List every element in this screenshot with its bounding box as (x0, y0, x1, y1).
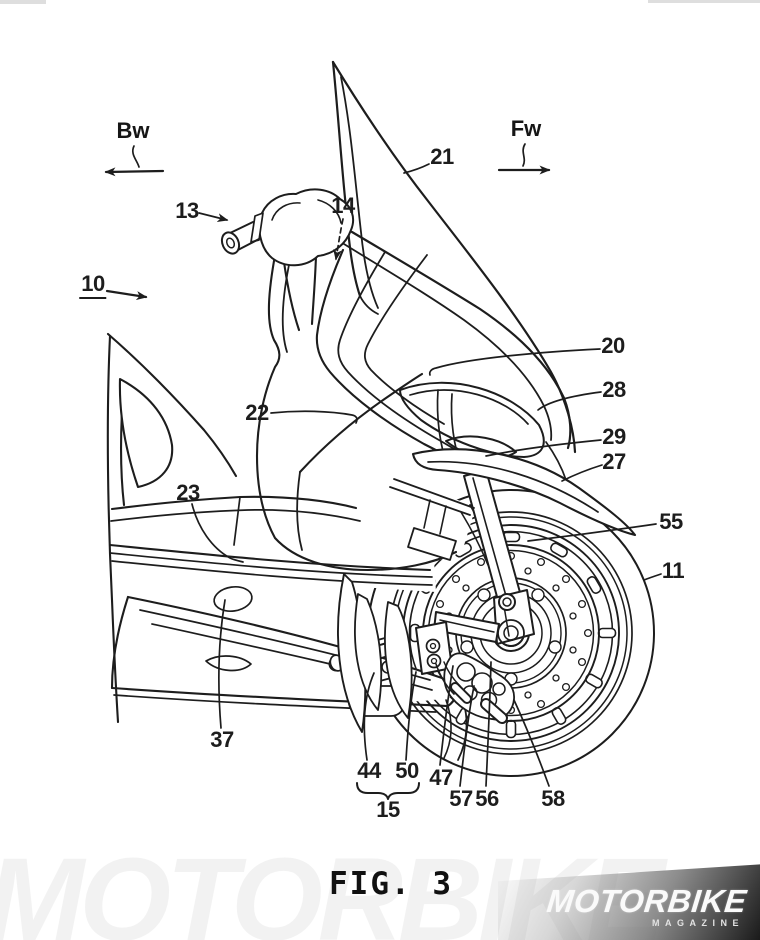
ref-label-28: 28 (602, 377, 626, 402)
scan-artifact (0, 0, 46, 4)
ref-label-21: 21 (430, 144, 454, 169)
ref-10-arrow (105, 289, 148, 301)
ref-label-27: 27 (602, 449, 626, 474)
ref-label-55: 55 (659, 509, 683, 534)
cowl-shoulder (350, 230, 572, 450)
bw-arrow (104, 167, 165, 177)
ref-label-56: 56 (475, 786, 499, 811)
magazine-logo-subtext: MAGAZINE (652, 918, 744, 928)
ref-label-15: 15 (376, 797, 400, 822)
front-fender (337, 448, 637, 733)
ref-label-10: 10 (79, 273, 107, 299)
ref-label-37: 37 (210, 727, 234, 752)
leader-lines (191, 163, 662, 800)
windshield (331, 60, 577, 454)
direction-label-bw: Bw (116, 118, 150, 143)
handle-cover (258, 188, 355, 267)
ref-label-11: 11 (661, 558, 685, 583)
group-brace-15 (356, 782, 420, 800)
ref-label-14: 14 (331, 193, 355, 218)
seat-front-line (106, 332, 238, 478)
knee-pad (118, 377, 174, 489)
scan-artifact (648, 0, 760, 3)
ref-label-47: 47 (429, 765, 453, 790)
direction-arrow-lines (104, 143, 551, 301)
handlebar (220, 188, 355, 267)
magazine-logo-text: MOTORBIKE (544, 883, 748, 919)
ref-label-58: 58 (541, 786, 565, 811)
ref-label-23: 23 (176, 480, 200, 505)
ref-label-22: 22 (245, 400, 269, 425)
fender-bracket (407, 527, 457, 561)
ref-label-20: 20 (601, 333, 625, 358)
figure-caption: FIG. 3 (329, 866, 453, 902)
direction-label-fw: Fw (510, 116, 542, 141)
ref-label-13: 13 (175, 198, 199, 223)
ref-label-57: 57 (449, 786, 473, 811)
ref-label-44: 44 (357, 758, 381, 783)
ref-label-50: 50 (395, 758, 419, 783)
step-through-edge (255, 248, 458, 572)
ref-label-29: 29 (602, 424, 626, 449)
headlight-outline (399, 381, 545, 458)
